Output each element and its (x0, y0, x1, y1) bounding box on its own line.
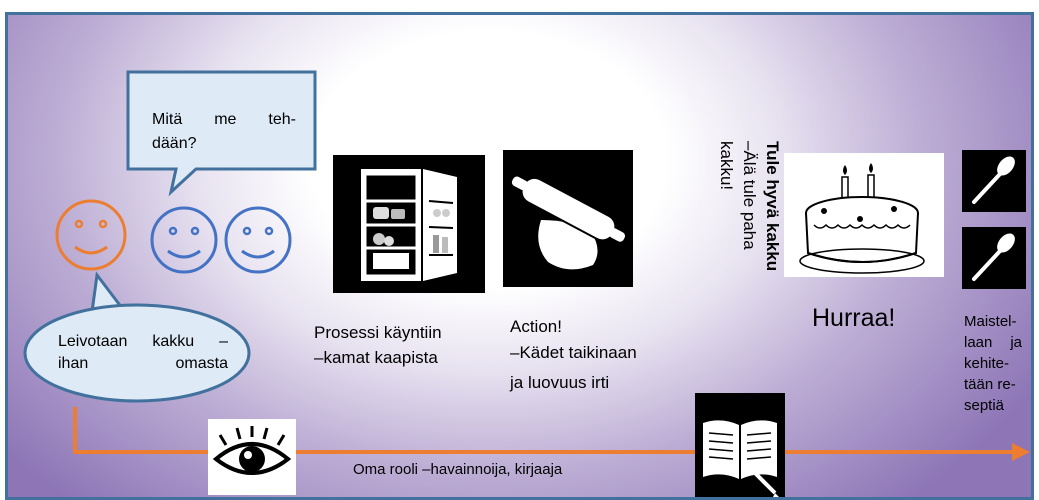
question-bubble (126, 70, 317, 197)
taste-text: Maistel- laan ja kehite- tään re- septiä (964, 311, 1022, 416)
process-line-2: –kamat kaapista (314, 348, 438, 367)
process-line-1: Prosessi käyntiin (314, 323, 442, 342)
fridge-icon (361, 169, 457, 281)
taste-line-4: tään re- (964, 376, 1016, 393)
action-line-2: –Kädet taikinaan (510, 343, 637, 362)
cake-icon (799, 163, 925, 274)
taste-line-1: Maistel- (964, 313, 1017, 330)
blue-smiley-icon (150, 206, 218, 274)
open-book-icon (703, 420, 779, 497)
question-line-1: Mitä me teh- (152, 111, 296, 128)
taste-line-5: septiä (964, 397, 1005, 414)
rolling-pin-image (503, 150, 633, 287)
action-line-3: ja luovuus irti (510, 373, 610, 392)
eye-icon (212, 426, 292, 475)
fridge-image (333, 155, 485, 293)
spoon-icon (972, 156, 1015, 204)
taste-line-3: kehite- (964, 355, 1010, 372)
answer-line-1: Leivotaan kakku – (58, 333, 228, 350)
blue-smiley-icon (224, 206, 292, 274)
spoon-icon (972, 233, 1015, 281)
orange-smiley-icon (55, 199, 127, 271)
spoon-image-1 (962, 150, 1026, 212)
role-label: Oma rooli –havainnoija, kirjaaja (353, 461, 563, 478)
cake-goal-line-2: –Älä tule paha (740, 141, 759, 250)
action-line-1: Action! (510, 317, 562, 336)
book-image (695, 393, 785, 497)
spoon-image-2 (962, 227, 1026, 289)
diagram-canvas: Mitä me teh- dään? Leivotaan kakku – iha… (5, 12, 1034, 500)
eye-image (208, 419, 296, 495)
cake-image (784, 153, 944, 277)
cake-goal-line-3: kakku! (717, 141, 736, 191)
hurray-text: Hurraa! (812, 304, 896, 332)
rolling-pin-icon (511, 176, 626, 270)
answer-bubble (23, 271, 251, 403)
answer-line-2: ihan omasta (58, 355, 228, 372)
question-line-2: dään? (152, 135, 197, 152)
cake-goal-title: Tule hyvä kakku (763, 141, 782, 272)
taste-line-2: laan ja (964, 334, 1022, 351)
